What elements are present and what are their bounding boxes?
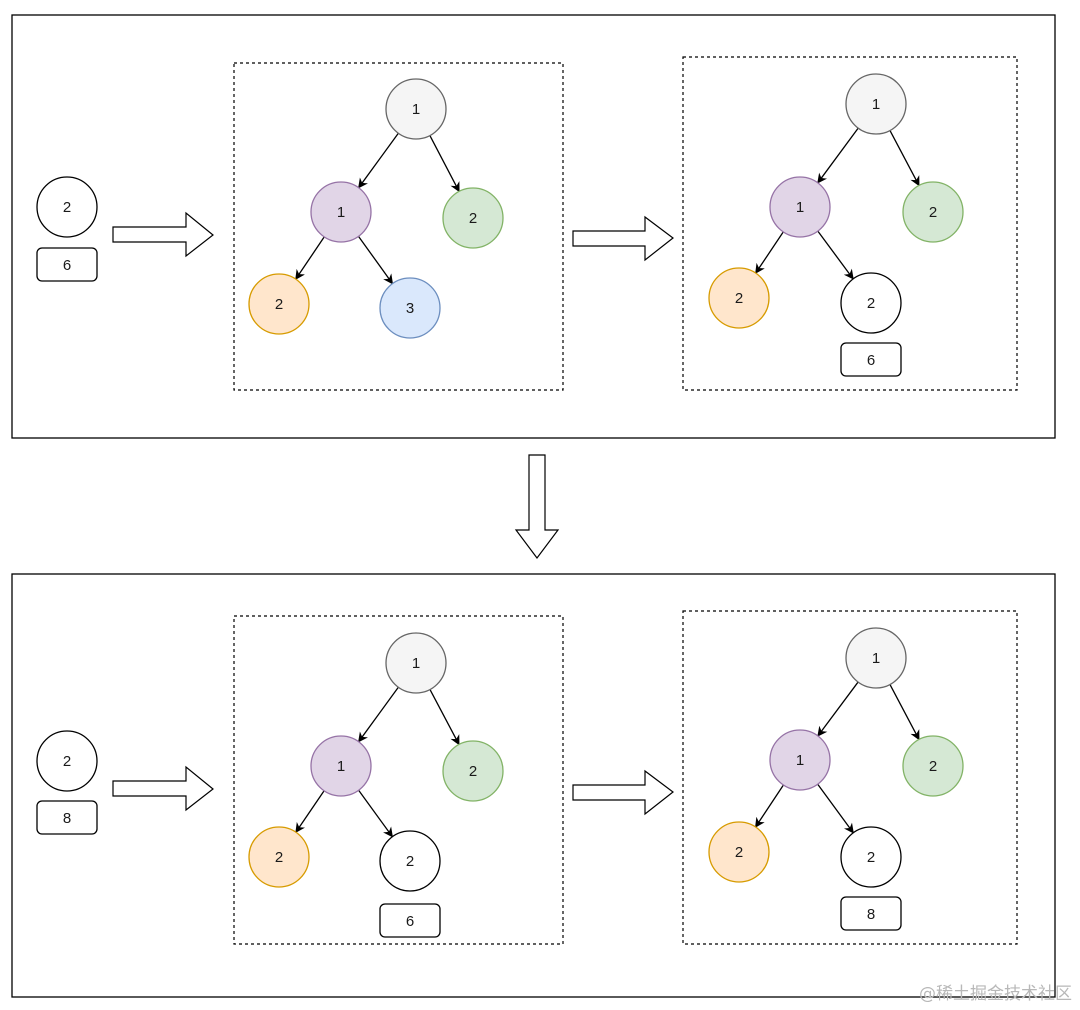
bottom-before-value-box: 6 [379, 903, 441, 938]
bottom-before-frame [233, 615, 564, 945]
top-after-node-left-right: 2 [840, 272, 902, 334]
top-after-node-root: 1 [845, 73, 907, 135]
bottom-after-node-right: 2 [902, 735, 964, 797]
top-before-node-right-label: 2 [469, 210, 477, 227]
top-input-node: 2 [36, 176, 98, 238]
top-after-edge-left-to-left_left [755, 231, 784, 274]
bottom-before-edge-left-to-left_right [358, 789, 393, 838]
top-input-box: 6 [36, 247, 98, 282]
top-input-box-label: 6 [63, 257, 71, 274]
bottom-after-edge-left-to-left_right [817, 783, 854, 834]
top-before-node-left-left: 2 [248, 273, 310, 335]
watermark: @稀土掘金技术社区 [919, 984, 1072, 1004]
bottom-before-edge-root-to-right [429, 689, 460, 746]
top-after-tree: 1 1 2 2 2 6 [708, 73, 964, 377]
top-after-node-right: 2 [902, 181, 964, 243]
bottom-input-box-label: 8 [63, 810, 71, 827]
bottom-after-node-left-label: 1 [796, 752, 804, 769]
top-after-edge-root-to-right [889, 130, 920, 187]
bottom-before-node-right: 2 [442, 740, 504, 802]
top-before-edge-left-to-left_right [357, 235, 394, 285]
bottom-before-tree: 1 1 2 2 2 6 [248, 632, 504, 938]
top-after-node-left-right-label: 2 [867, 295, 875, 312]
top-before-node-left: 1 [310, 181, 372, 243]
bottom-after-node-left-right-label: 2 [867, 849, 875, 866]
top-after-node-left-left: 2 [708, 267, 770, 329]
bottom-after-node-right-label: 2 [929, 758, 937, 775]
bottom-after-node-left-left: 2 [708, 821, 770, 883]
bottom-before-node-left-right-label: 2 [406, 853, 414, 870]
bottom-before-node-right-label: 2 [469, 763, 477, 780]
down-arrow [514, 454, 560, 559]
bottom-before-value-box-label: 6 [406, 913, 414, 930]
top-before-node-left-label: 1 [337, 204, 345, 221]
bottom-after-frame [682, 610, 1018, 945]
trees-layer: 1 1 2 2 3 1 1 2 2 2 6 1 1 2 2 2 6 1 1 2 2 2 8 [248, 73, 964, 938]
top-before-node-left-left-label: 2 [275, 296, 283, 313]
top-input-arrow [112, 211, 214, 258]
bottom-after-edge-root-to-right [889, 684, 920, 741]
bottom-before-node-left-left: 2 [248, 826, 310, 888]
bottom-input-arrow [112, 765, 214, 812]
bottom-after-value-box: 8 [840, 896, 902, 931]
top-after-node-left-label: 1 [796, 199, 804, 216]
top-after-node-root-label: 1 [872, 96, 880, 113]
bottom-before-edge-root-to-left [358, 686, 399, 743]
top-before-edge-root-to-left [358, 132, 399, 189]
top-after-frame [682, 56, 1018, 391]
top-middle-arrow [572, 215, 674, 262]
bottom-after-edge-left-to-left_left [755, 784, 784, 828]
bottom-before-node-root-label: 1 [412, 655, 420, 672]
bottom-after-node-left-left-label: 2 [735, 844, 743, 861]
bottom-after-tree: 1 1 2 2 2 8 [708, 627, 964, 931]
bottom-before-edge-left-to-left_left [295, 790, 325, 834]
bottom-after-edge-root-to-left [817, 681, 859, 737]
top-after-node-left-left-label: 2 [735, 290, 743, 307]
bottom-input-node: 2 [36, 730, 98, 792]
top-before-tree: 1 1 2 2 3 [248, 78, 504, 339]
top-before-node-left-right-label: 3 [406, 300, 414, 317]
top-before-node-root-label: 1 [412, 101, 420, 118]
bottom-input-node-label: 2 [63, 753, 71, 770]
top-before-edge-left-to-left_left [295, 236, 325, 280]
top-before-edge-root-to-right [429, 135, 460, 193]
top-panel [11, 14, 1056, 439]
top-before-node-root: 1 [385, 78, 447, 140]
top-after-node-left: 1 [769, 176, 831, 238]
bottom-panel [11, 573, 1056, 998]
top-after-node-right-label: 2 [929, 204, 937, 221]
bottom-after-node-root: 1 [845, 627, 907, 689]
bottom-after-node-root-label: 1 [872, 650, 880, 667]
top-before-node-right: 2 [442, 187, 504, 249]
top-after-value-box-label: 6 [867, 352, 875, 369]
bottom-after-node-left: 1 [769, 729, 831, 791]
bottom-after-node-left-right: 2 [840, 826, 902, 888]
top-after-edge-left-to-left_right [817, 230, 854, 280]
top-after-value-box: 6 [840, 342, 902, 377]
top-before-node-left-right: 3 [379, 277, 441, 339]
top-after-edge-root-to-left [817, 127, 859, 184]
bottom-before-node-left-label: 1 [337, 758, 345, 775]
top-before-frame [233, 62, 564, 391]
bottom-middle-arrow [572, 769, 674, 816]
bottom-after-value-box-label: 8 [867, 906, 875, 923]
bottom-before-node-left: 1 [310, 735, 372, 797]
bottom-before-node-left-right: 2 [379, 830, 441, 892]
bottom-before-node-left-left-label: 2 [275, 849, 283, 866]
bottom-input-box: 8 [36, 800, 98, 835]
top-input-node-label: 2 [63, 199, 71, 216]
bottom-before-node-root: 1 [385, 632, 447, 694]
